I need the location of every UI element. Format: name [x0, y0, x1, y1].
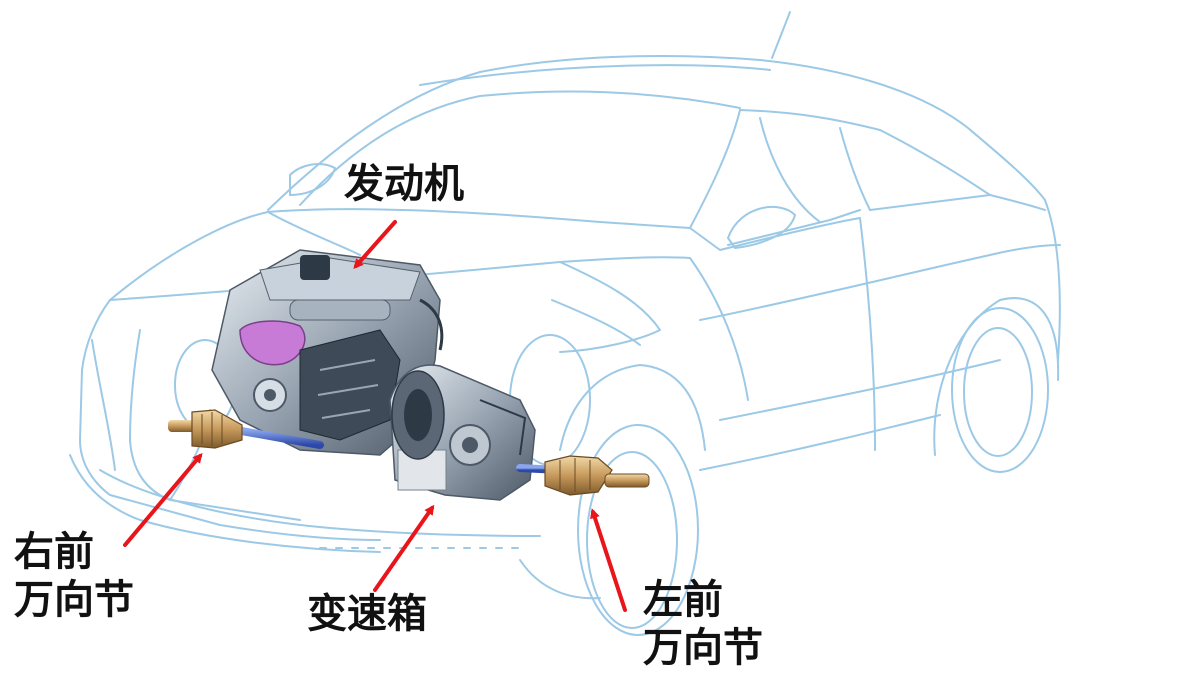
right-front-cv-joint-illustration [168, 409, 243, 449]
label-right-front-line2: 万向节 [14, 577, 134, 623]
left-front-cv-joint-illustration [544, 455, 650, 496]
arrow-right-front-cv [123, 452, 203, 547]
pointer-arrows [123, 220, 627, 612]
arrow-gearbox [373, 504, 435, 592]
gearbox-illustration [389, 364, 536, 501]
label-left-front-cv-joint: 左前 万向节 [643, 576, 763, 672]
label-left-front-line2: 万向节 [643, 625, 763, 671]
label-left-front-line1: 左前 [643, 577, 723, 623]
arrow-left-front-cv [590, 508, 627, 612]
label-engine-text: 发动机 [344, 161, 464, 207]
label-gearbox: 变速箱 [307, 590, 427, 638]
engine-illustration [211, 249, 444, 456]
label-right-front-line1: 右前 [14, 529, 94, 575]
arrow-engine [353, 220, 397, 269]
car-outline [69, 11, 1061, 636]
label-engine: 发动机 [344, 160, 464, 208]
label-gearbox-text: 变速箱 [307, 591, 427, 637]
label-right-front-cv-joint: 右前 万向节 [14, 528, 134, 624]
